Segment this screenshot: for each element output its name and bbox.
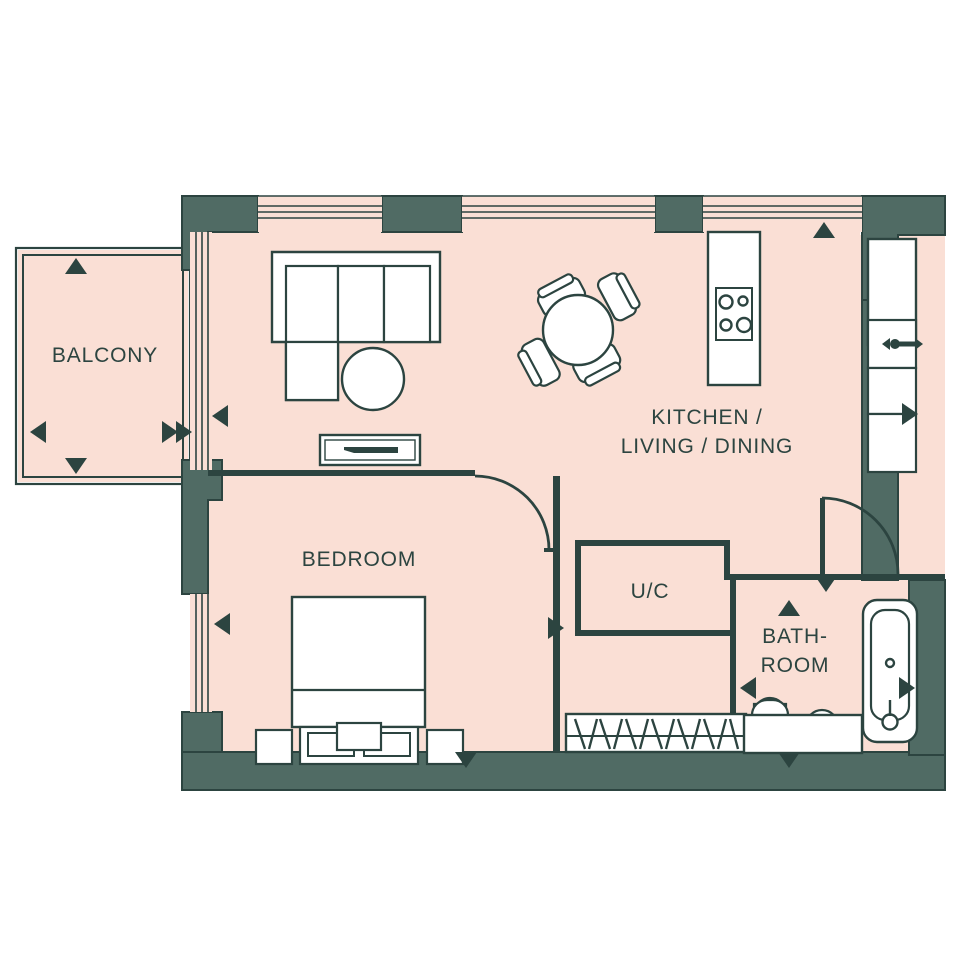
kitchen-unit-mid — [866, 366, 918, 416]
wall-bathroom-north — [730, 574, 945, 580]
dining-chair-2-back — [615, 272, 641, 310]
entrance-door-swing-arc — [821, 496, 900, 575]
kitchen-unit-lower — [866, 412, 918, 474]
entrance-door-leaf — [820, 498, 825, 574]
bedroom-door[interactable] — [474, 474, 554, 552]
sectional-sofa — [270, 250, 442, 402]
bedroom-door-leaf — [544, 548, 554, 552]
drawer-center — [335, 721, 383, 752]
room-label-bathroom-line1: BATH- — [762, 625, 828, 648]
nightstand-right — [425, 728, 465, 766]
wall-uc-east — [724, 540, 730, 580]
window-living-north-left — [258, 195, 382, 232]
wardrobe-hangers — [573, 718, 740, 750]
sofa-cushion-2 — [336, 264, 386, 344]
sink-tap — [882, 338, 923, 350]
wall-bedroom-north — [208, 470, 475, 476]
bathroom-vanity-counter — [742, 713, 864, 755]
hob-burner-2 — [737, 295, 749, 307]
living-room-furniture — [270, 250, 641, 467]
window-bedroom-west — [190, 594, 212, 712]
sofa-cushion-1 — [284, 264, 340, 344]
wall-north-pier-mid — [381, 195, 463, 233]
dining-chair-4-back — [517, 349, 543, 387]
kitchen-counter-hob — [706, 230, 762, 387]
wall-uc-south — [575, 630, 730, 636]
double-bed — [290, 595, 427, 729]
sofa-chaise — [284, 340, 340, 402]
hob-burner-4 — [735, 316, 753, 334]
room-label-utility-cupboard: U/C — [631, 580, 670, 603]
window-living-north-right — [462, 195, 655, 232]
wall-west-pier-mid — [181, 459, 223, 595]
wardrobe — [564, 712, 748, 754]
room-label-kitchen-line2: LIVING / DINING — [621, 435, 793, 458]
kitchen-counter-sink-run — [866, 237, 923, 474]
balcony-railing-inner — [22, 254, 184, 478]
interior-walls — [208, 470, 945, 752]
wall-bathroom-west — [730, 574, 736, 752]
dining-chair-1-back — [537, 273, 575, 299]
room-label-bathroom-line2: ROOM — [761, 654, 830, 677]
bathtub-drain — [884, 657, 896, 669]
wall-hall-vertical — [553, 476, 560, 752]
dining-chair-3-back — [584, 361, 622, 387]
wall-south — [181, 751, 946, 791]
entrance-door[interactable] — [820, 496, 900, 575]
bedroom-door-swing-arc — [474, 474, 551, 551]
room-label-bedroom: BEDROOM — [302, 548, 416, 571]
tv-screen — [344, 447, 398, 453]
balcony-door[interactable] — [190, 232, 212, 470]
kitchen-units — [706, 230, 923, 474]
tv-unit — [318, 433, 422, 467]
round-side-table — [340, 346, 406, 412]
dining-table-top — [541, 293, 615, 367]
window-living-north-far-right — [703, 195, 862, 232]
bathtub — [861, 598, 919, 744]
nightstand-left — [254, 728, 294, 766]
dining-table — [517, 272, 641, 387]
balcony-floor — [18, 250, 188, 482]
room-label-balcony: BALCONY — [52, 344, 158, 367]
wall-uc-north — [575, 540, 730, 546]
room-labels: BALCONY KITCHEN / LIVING / DINING BEDROO… — [52, 344, 829, 677]
bed-mattress — [290, 595, 427, 729]
bathtub-tap — [881, 713, 899, 731]
wall-hall-jog — [553, 476, 560, 486]
room-label-kitchen-line1: KITCHEN / — [651, 406, 762, 429]
sofa-cushion-3 — [382, 264, 432, 344]
hob-burner-3 — [719, 318, 733, 332]
windows — [190, 195, 862, 712]
wall-north-pier-right — [654, 195, 704, 233]
hob-burner-1 — [718, 294, 734, 310]
chest-of-drawers — [298, 721, 420, 766]
wall-uc-west — [575, 540, 581, 636]
